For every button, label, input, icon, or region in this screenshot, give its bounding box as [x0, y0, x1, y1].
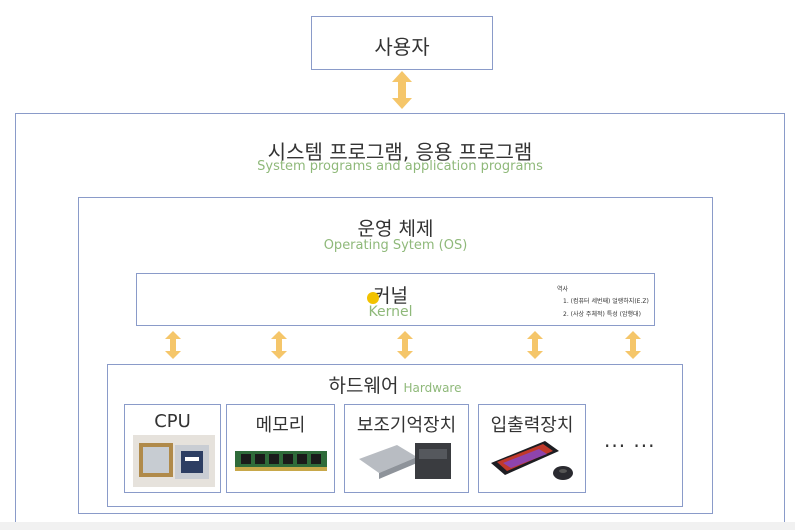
kernel-label: 커널	[373, 285, 408, 307]
hardware-item-label: 입출력장치	[490, 415, 574, 436]
kernel-note-title: 역사	[557, 286, 569, 293]
user-label: 사용자	[374, 35, 430, 59]
double-arrow-icon	[527, 331, 543, 359]
double-arrow-icon	[165, 331, 181, 359]
keyboard-mouse-icon	[491, 441, 573, 480]
hardware-label: 하드웨어	[328, 375, 399, 397]
os-english: Operating Sytem (OS)	[323, 238, 468, 253]
hardware-item-label: 메모리	[255, 415, 306, 436]
cursor-icon	[367, 292, 379, 304]
kernel-note-line-1: 1. (컴퓨터 세번째) 얼랭하지(E.Z)	[563, 298, 649, 305]
kernel-box: 커널 Kernel 역사 1. (컴퓨터 세번째) 얼랭하지(E.Z) 2. (…	[136, 273, 655, 326]
os-label: 운영 체제	[357, 218, 434, 240]
hardware-item-io: 입출력장치	[478, 404, 586, 493]
user-box: 사용자	[311, 16, 493, 70]
hardware-item-label: 보조기억장치	[356, 415, 457, 436]
hardware-item-label: CPU	[154, 411, 191, 432]
double-arrow-icon	[392, 71, 412, 109]
storage-drive-icon	[359, 443, 451, 479]
cpu-icon	[133, 435, 215, 487]
system-programs-label: 시스템 프로그램, 응용 프로그램	[267, 140, 533, 164]
memory-module-icon	[235, 451, 327, 471]
system-programs-english: System programs and application programs	[257, 159, 543, 174]
hardware-english: Hardware	[403, 381, 462, 395]
double-arrow-icon	[397, 331, 413, 359]
kernel-english: Kernel	[368, 304, 413, 320]
kernel-note-line-2: 2. (사상 주체적) 특성 (암행대)	[563, 311, 641, 318]
hardware-item-memory: 메모리	[226, 404, 335, 493]
double-arrow-icon	[625, 331, 641, 359]
hardware-item-cpu: CPU	[124, 404, 221, 493]
hardware-more-ellipsis: ... ...	[604, 428, 656, 452]
bottom-bar	[0, 522, 795, 530]
hardware-item-storage: 보조기억장치	[344, 404, 469, 493]
double-arrow-icon	[271, 331, 287, 359]
